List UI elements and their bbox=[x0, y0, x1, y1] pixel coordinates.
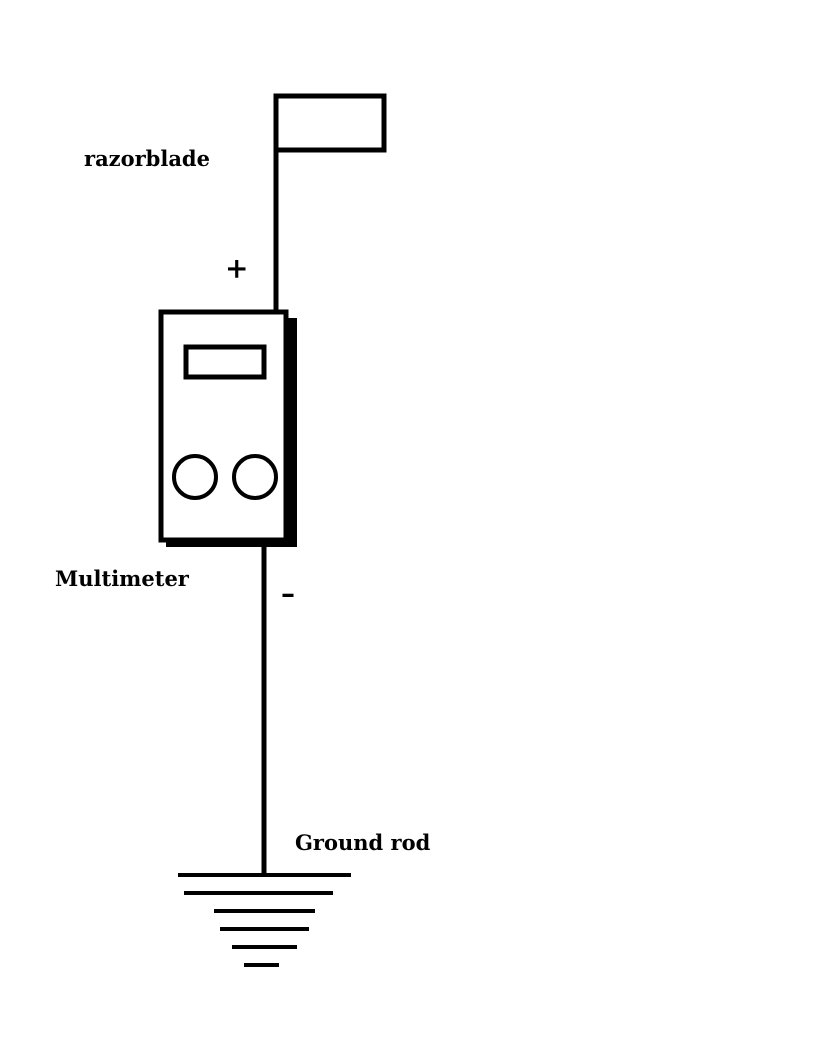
ground-symbol bbox=[178, 873, 351, 967]
ground-rod-label: Ground rod bbox=[295, 830, 431, 855]
razorblade-rectangle bbox=[273, 93, 387, 153]
multimeter-label: Multimeter bbox=[55, 566, 190, 591]
multimeter-display bbox=[183, 344, 267, 380]
razorblade-label: razorblade bbox=[84, 146, 210, 171]
multimeter-dial-left bbox=[172, 454, 218, 500]
razorblade bbox=[273, 93, 387, 153]
multimeter-dial-right bbox=[232, 454, 278, 500]
multimeter bbox=[158, 309, 297, 547]
positive-terminal-label: + bbox=[225, 252, 248, 285]
negative-terminal-label: – bbox=[281, 577, 295, 610]
